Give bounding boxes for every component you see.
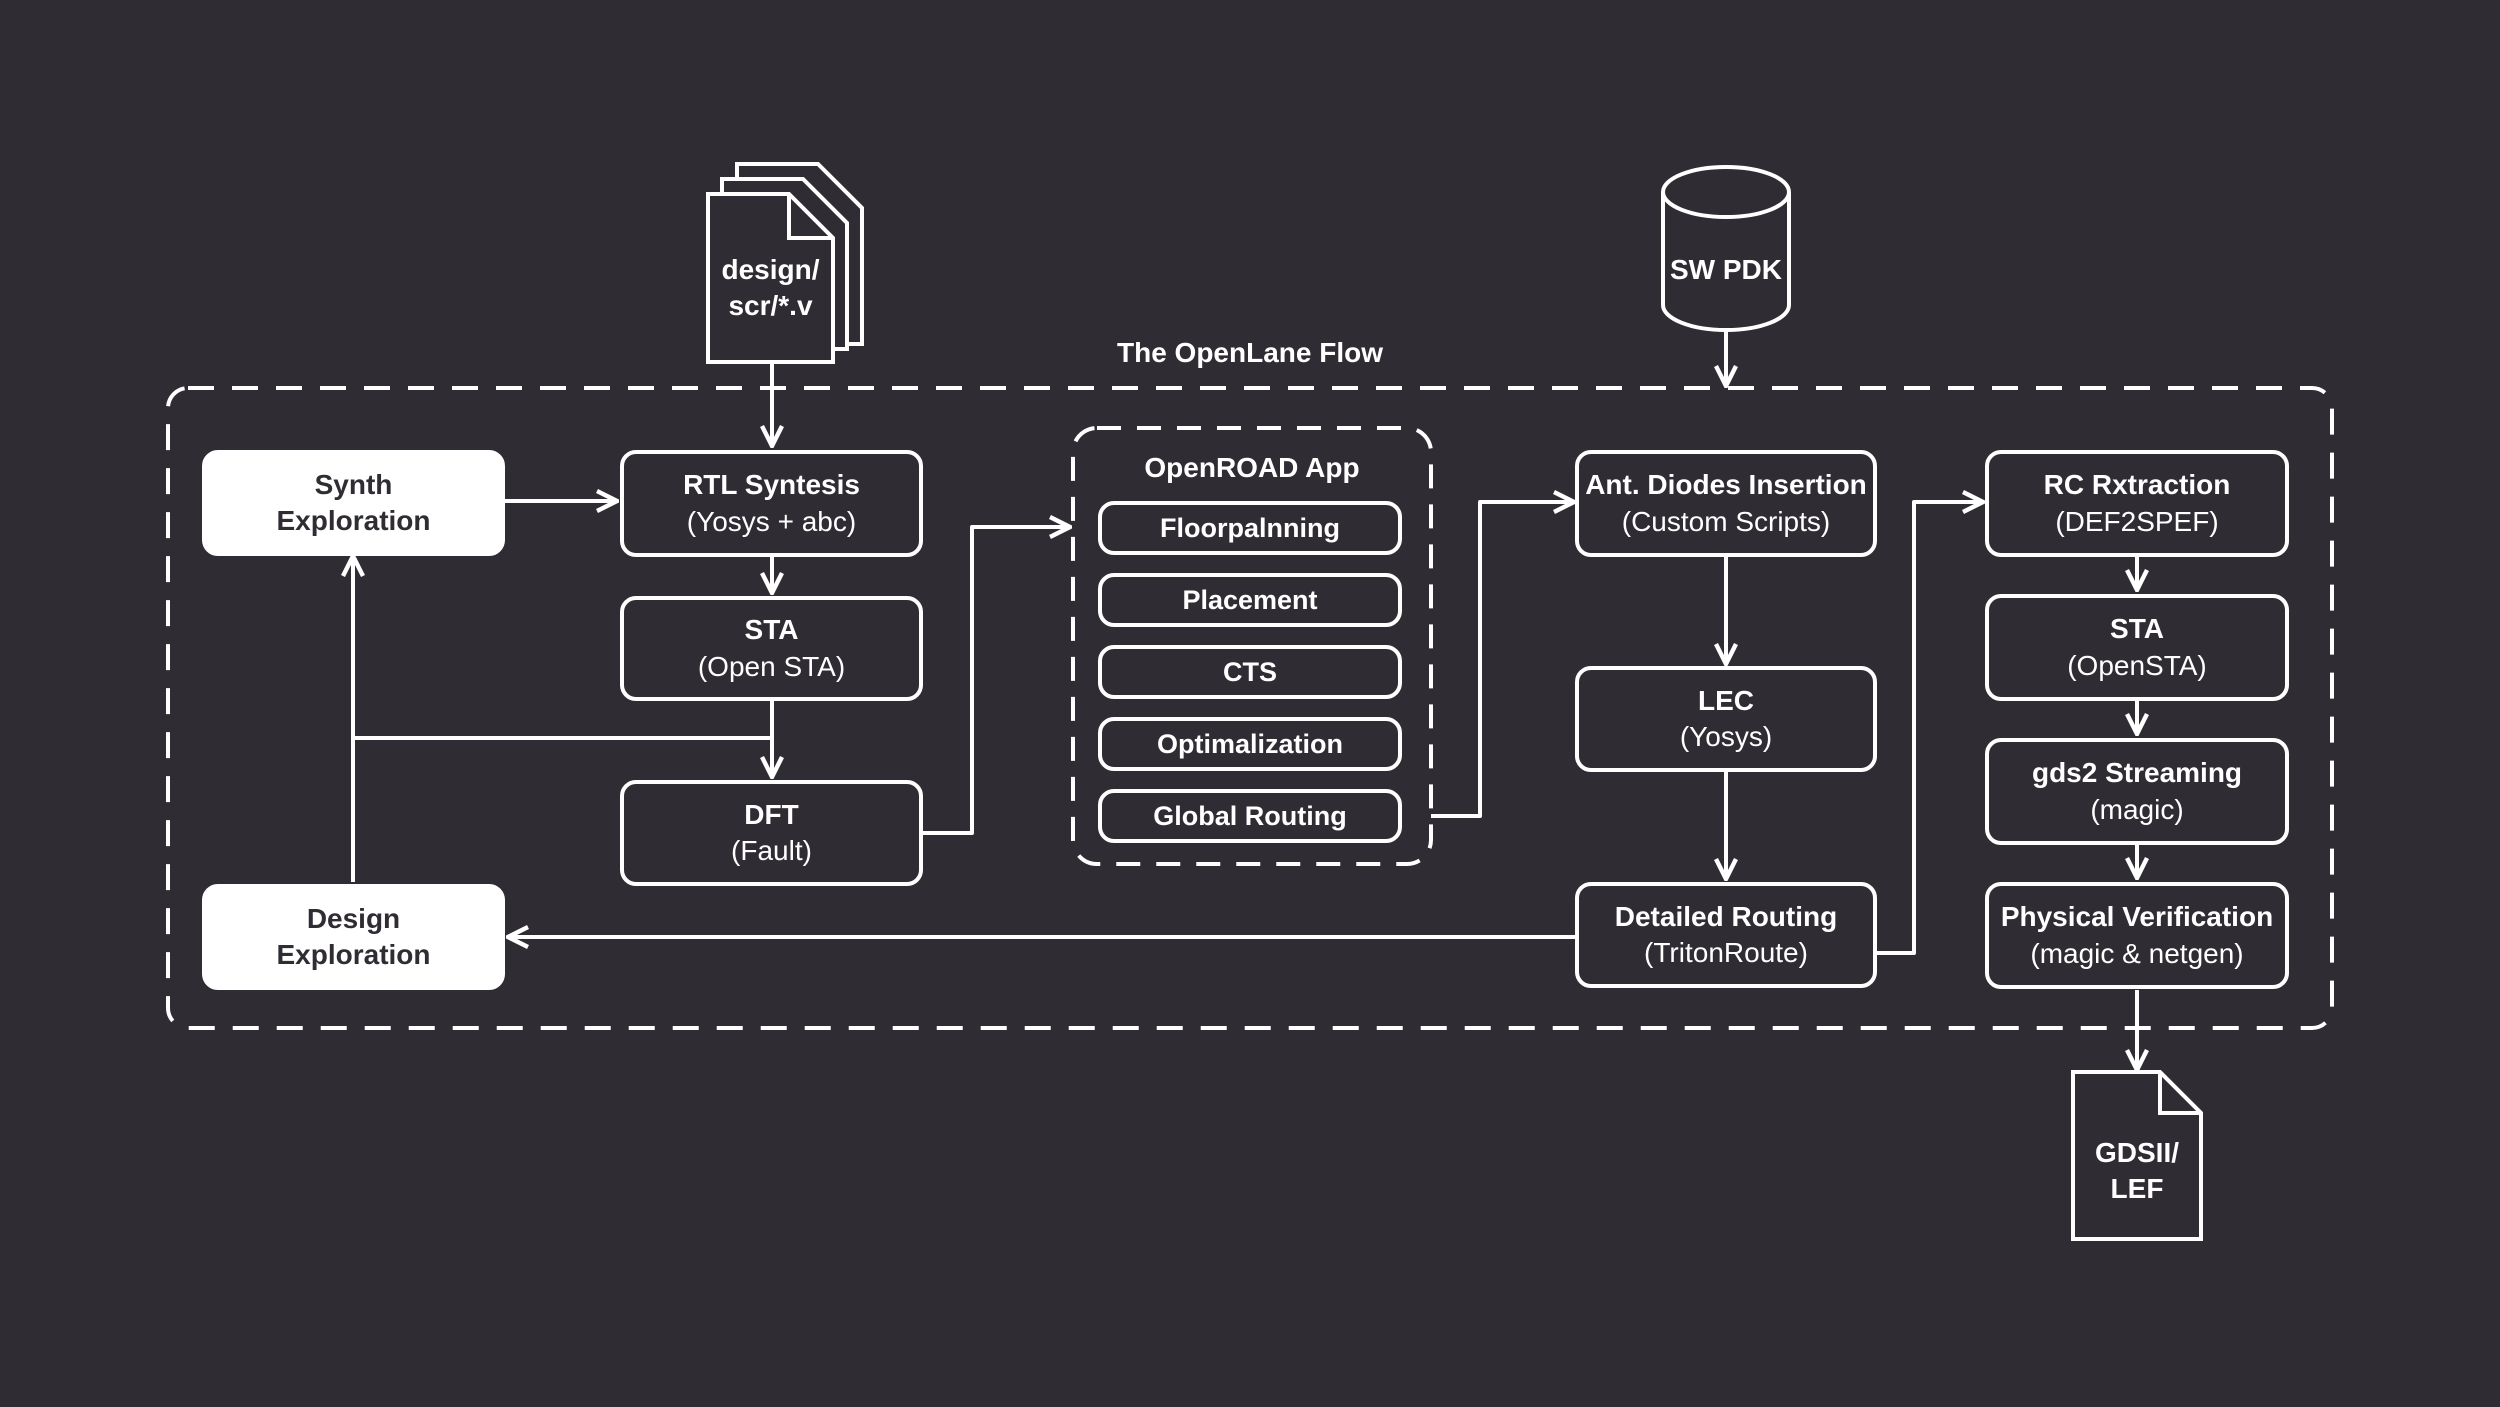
openroad-step-placement: Placement — [1098, 573, 1402, 627]
rc-extraction-title: RC Rxtraction — [2043, 469, 2231, 501]
connector-dft-to-openroad — [923, 527, 1070, 835]
openroad-title: OpenROAD App — [1144, 452, 1360, 483]
detailed-routing-subtitle: (TritonRoute) — [1644, 937, 1808, 968]
openroad-step-optimalization: Optimalization — [1098, 717, 1402, 771]
dft-box: DFT (Fault) — [620, 780, 923, 886]
openlane-flow-boundary — [166, 386, 2334, 1030]
rc-extraction-subtitle: (DEF2SPEF) — [2055, 505, 2219, 537]
output-line2: LEF — [2110, 1173, 2164, 1205]
output-label: GDSII/ LEF — [2073, 1135, 2201, 1208]
lec-box: LEC (Yosys) — [1575, 666, 1877, 772]
rc-extraction-box: RC Rxtraction (DEF2SPEF) — [1985, 450, 2289, 557]
lec-title: LEC — [1698, 684, 1754, 716]
output-line1: GDSII/ — [2094, 1137, 2179, 1168]
design-files-line2: scr/*.v — [728, 290, 813, 322]
gds-streaming-title: gds2 Streaming — [2031, 757, 2243, 789]
detailed-routing-box: Detailed Routing (TritonRoute) — [1575, 882, 1877, 988]
synth-exploration-line2: Exploration — [276, 505, 431, 536]
rtl-synthesis-box: RTL Syntesis (Yosys + abc) — [620, 450, 923, 557]
openroad-step-global-routing: Global Routing — [1098, 789, 1402, 843]
dft-subtitle: (Fault) — [731, 835, 812, 866]
pdk-label: SW PDK — [1670, 254, 1782, 285]
dft-title: DFT — [744, 798, 799, 830]
sta-title: STA — [744, 614, 799, 646]
gds-streaming-box: gds2 Streaming (magic) — [1985, 738, 2289, 845]
antenna-diodes-subtitle: (Custom Scripts) — [1621, 505, 1831, 537]
physical-verification-title: Physical Verification — [2000, 901, 2274, 933]
connector-detailed-to-rc — [1877, 502, 1983, 955]
sta-subtitle: (Open STA) — [697, 650, 846, 682]
openroad-step-cts: CTS — [1098, 645, 1402, 699]
gds-streaming-subtitle: (magic) — [2090, 793, 2184, 825]
openroad-group-boundary — [1071, 426, 1433, 866]
physical-verification-subtitle: (magic & netgen) — [2030, 937, 2244, 969]
lec-subtitle: (Yosys) — [1679, 721, 1773, 752]
antenna-diodes-title: Ant. Diodes Insertion — [1585, 469, 1867, 501]
rtl-synthesis-subtitle: (Yosys + abc) — [686, 505, 857, 537]
synth-exploration-box: Synth Exploration — [202, 450, 505, 556]
detailed-routing-title: Detailed Routing — [1614, 900, 1838, 932]
signoff-sta-title: STA — [2110, 613, 2164, 645]
stacked-documents-icon — [706, 162, 864, 364]
design-files-line1: design/ — [721, 254, 820, 285]
signoff-sta-box: STA (OpenSTA) — [1985, 594, 2289, 701]
document-icon — [2071, 1070, 2203, 1241]
signoff-sta-subtitle: (OpenSTA) — [2067, 649, 2207, 681]
connector-openroad-to-diodes — [1431, 502, 1574, 818]
sta-box: STA (Open STA) — [620, 596, 923, 701]
synth-exploration-line1: Synth — [314, 468, 393, 500]
design-files-label: design/ scr/*.v — [708, 252, 833, 325]
design-exploration-line2: Exploration — [276, 939, 431, 970]
flow-title: The OpenLane Flow — [1116, 337, 1383, 368]
database-cylinder-icon — [1661, 165, 1791, 332]
rtl-synthesis-title: RTL Syntesis — [683, 469, 860, 501]
design-exploration-line1: Design — [306, 902, 401, 934]
antenna-diodes-box: Ant. Diodes Insertion (Custom Scripts) — [1575, 450, 1877, 557]
openroad-step-floorplanning: Floorpalnning — [1098, 501, 1402, 555]
physical-verification-box: Physical Verification (magic & netgen) — [1985, 882, 2289, 989]
design-exploration-box: Design Exploration — [202, 884, 505, 990]
